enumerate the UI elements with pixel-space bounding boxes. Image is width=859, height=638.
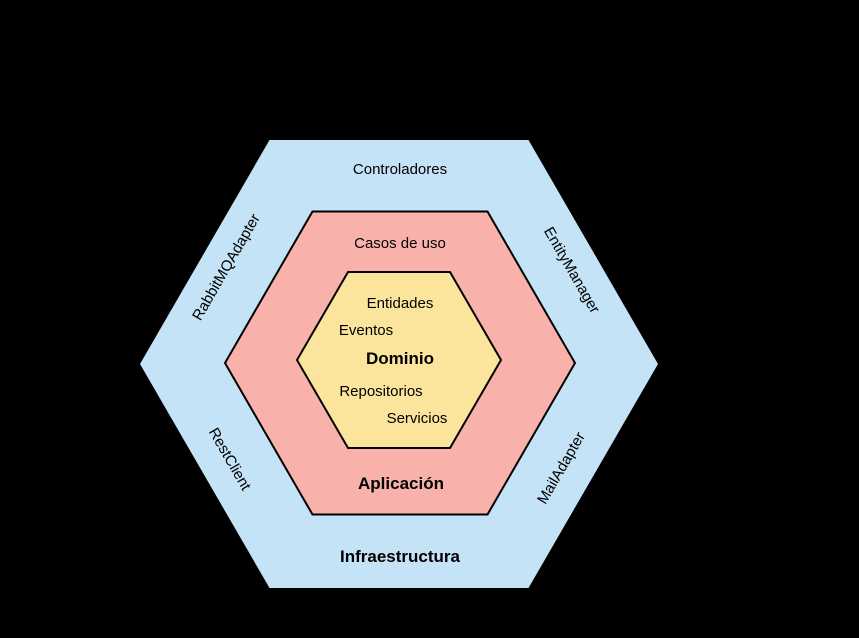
domain-hexagon [295,271,503,449]
repositories-label: Repositorios [339,383,422,400]
application-layer-label: Aplicación [358,474,444,493]
infrastructure-layer-label: Infraestructura [340,547,461,566]
domain-layer-label: Dominio [366,349,434,368]
entities-label: Entidades [367,295,434,312]
events-label: Eventos [339,322,393,339]
use-cases-label: Casos de uso [354,235,446,252]
services-label: Servicios [387,410,448,427]
controllers-label: Controladores [353,161,447,178]
